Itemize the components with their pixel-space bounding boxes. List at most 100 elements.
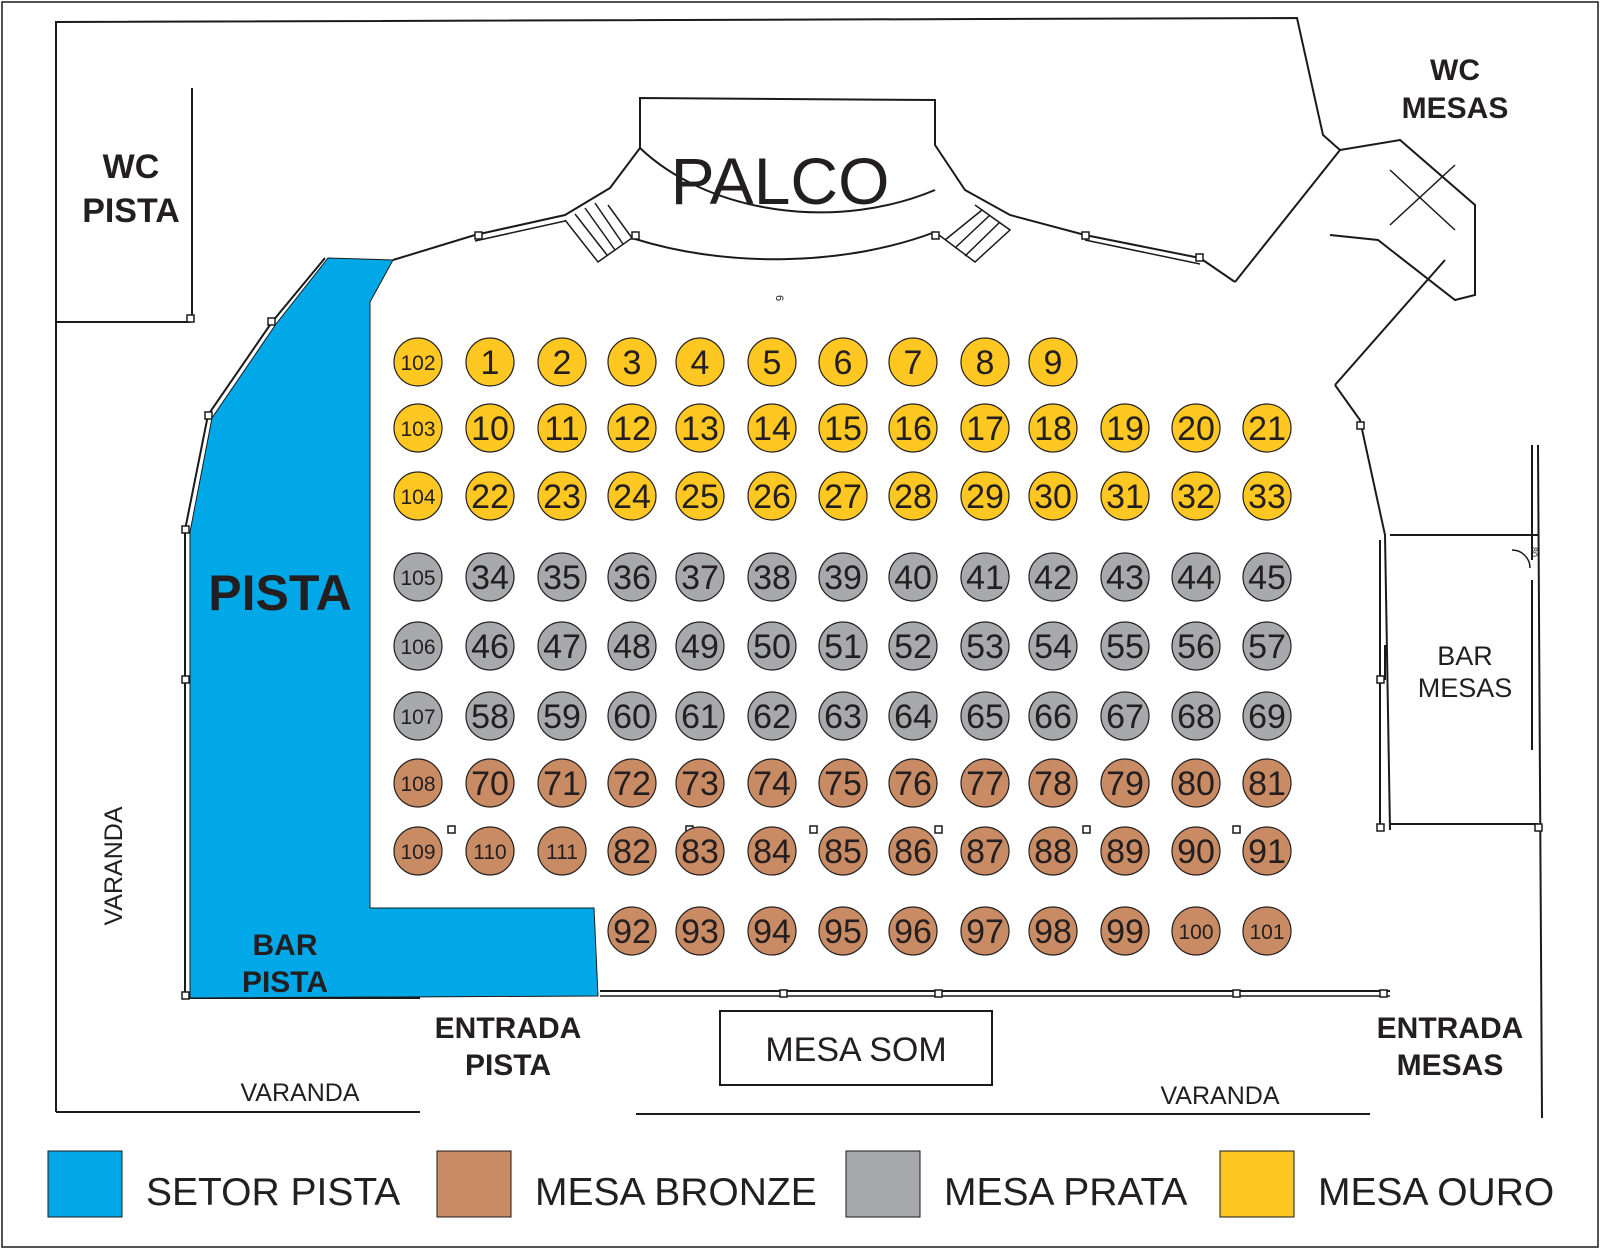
table-circle[interactable] (818, 552, 868, 602)
table-circle[interactable] (675, 552, 725, 602)
table-69[interactable]: 69 (1242, 691, 1292, 741)
table-82[interactable]: 82 (607, 826, 657, 876)
table-circle[interactable] (537, 826, 587, 876)
table-circle[interactable] (465, 403, 515, 453)
table-29[interactable]: 29 (960, 471, 1010, 521)
table-15[interactable]: 15 (818, 403, 868, 453)
table-64[interactable]: 64 (888, 691, 938, 741)
table-circle[interactable] (537, 758, 587, 808)
table-99[interactable]: 99 (1100, 906, 1150, 956)
table-circle[interactable] (465, 552, 515, 602)
table-circle[interactable] (1028, 691, 1078, 741)
table-circle[interactable] (607, 691, 657, 741)
table-44[interactable]: 44 (1171, 552, 1221, 602)
table-circle[interactable] (1100, 826, 1150, 876)
table-circle[interactable] (537, 471, 587, 521)
table-51[interactable]: 51 (818, 621, 868, 671)
table-97[interactable]: 97 (960, 906, 1010, 956)
table-circle[interactable] (1171, 403, 1221, 453)
table-79[interactable]: 79 (1100, 758, 1150, 808)
table-33[interactable]: 33 (1242, 471, 1292, 521)
table-circle[interactable] (888, 691, 938, 741)
table-circle[interactable] (1242, 826, 1292, 876)
table-circle[interactable] (1028, 621, 1078, 671)
table-circle[interactable] (960, 758, 1010, 808)
table-circle[interactable] (888, 403, 938, 453)
table-circle[interactable] (888, 552, 938, 602)
table-91[interactable]: 91 (1242, 826, 1292, 876)
table-circle[interactable] (465, 758, 515, 808)
table-circle[interactable] (393, 337, 443, 387)
table-circle[interactable] (888, 621, 938, 671)
table-80[interactable]: 80 (1171, 758, 1221, 808)
table-71[interactable]: 71 (537, 758, 587, 808)
table-circle[interactable] (465, 826, 515, 876)
table-72[interactable]: 72 (607, 758, 657, 808)
table-89[interactable]: 89 (1100, 826, 1150, 876)
table-circle[interactable] (818, 906, 868, 956)
table-57[interactable]: 57 (1242, 621, 1292, 671)
table-circle[interactable] (393, 552, 443, 602)
table-10[interactable]: 10 (465, 403, 515, 453)
table-42[interactable]: 42 (1028, 552, 1078, 602)
table-18[interactable]: 18 (1028, 403, 1078, 453)
table-109[interactable]: 109 (393, 826, 443, 876)
table-circle[interactable] (1100, 552, 1150, 602)
table-55[interactable]: 55 (1100, 621, 1150, 671)
table-73[interactable]: 73 (675, 758, 725, 808)
table-81[interactable]: 81 (1242, 758, 1292, 808)
table-77[interactable]: 77 (960, 758, 1010, 808)
table-circle[interactable] (818, 758, 868, 808)
table-circle[interactable] (537, 337, 587, 387)
table-circle[interactable] (607, 906, 657, 956)
table-circle[interactable] (537, 691, 587, 741)
table-circle[interactable] (960, 906, 1010, 956)
table-circle[interactable] (1100, 403, 1150, 453)
table-70[interactable]: 70 (465, 758, 515, 808)
table-40[interactable]: 40 (888, 552, 938, 602)
table-circle[interactable] (1028, 906, 1078, 956)
table-6[interactable]: 6 (818, 337, 868, 387)
table-94[interactable]: 94 (747, 906, 797, 956)
table-circle[interactable] (393, 403, 443, 453)
table-circle[interactable] (607, 826, 657, 876)
table-65[interactable]: 65 (960, 691, 1010, 741)
table-24[interactable]: 24 (607, 471, 657, 521)
table-78[interactable]: 78 (1028, 758, 1078, 808)
table-20[interactable]: 20 (1171, 403, 1221, 453)
table-43[interactable]: 43 (1100, 552, 1150, 602)
table-31[interactable]: 31 (1100, 471, 1150, 521)
table-circle[interactable] (675, 403, 725, 453)
table-107[interactable]: 107 (393, 691, 443, 741)
table-circle[interactable] (675, 906, 725, 956)
table-37[interactable]: 37 (675, 552, 725, 602)
table-5[interactable]: 5 (747, 337, 797, 387)
table-circle[interactable] (960, 337, 1010, 387)
table-circle[interactable] (747, 906, 797, 956)
table-104[interactable]: 104 (393, 471, 443, 521)
table-12[interactable]: 12 (607, 403, 657, 453)
table-circle[interactable] (1171, 758, 1221, 808)
table-circle[interactable] (818, 621, 868, 671)
table-circle[interactable] (888, 826, 938, 876)
table-66[interactable]: 66 (1028, 691, 1078, 741)
table-circle[interactable] (818, 826, 868, 876)
table-circle[interactable] (537, 403, 587, 453)
table-27[interactable]: 27 (818, 471, 868, 521)
table-circle[interactable] (393, 621, 443, 671)
table-circle[interactable] (1242, 758, 1292, 808)
table-23[interactable]: 23 (537, 471, 587, 521)
table-circle[interactable] (747, 758, 797, 808)
table-circle[interactable] (818, 337, 868, 387)
table-35[interactable]: 35 (537, 552, 587, 602)
table-circle[interactable] (393, 758, 443, 808)
table-85[interactable]: 85 (818, 826, 868, 876)
table-62[interactable]: 62 (747, 691, 797, 741)
table-96[interactable]: 96 (888, 906, 938, 956)
table-48[interactable]: 48 (607, 621, 657, 671)
table-circle[interactable] (607, 471, 657, 521)
table-circle[interactable] (818, 403, 868, 453)
table-circle[interactable] (1242, 552, 1292, 602)
table-circle[interactable] (607, 403, 657, 453)
table-circle[interactable] (465, 471, 515, 521)
